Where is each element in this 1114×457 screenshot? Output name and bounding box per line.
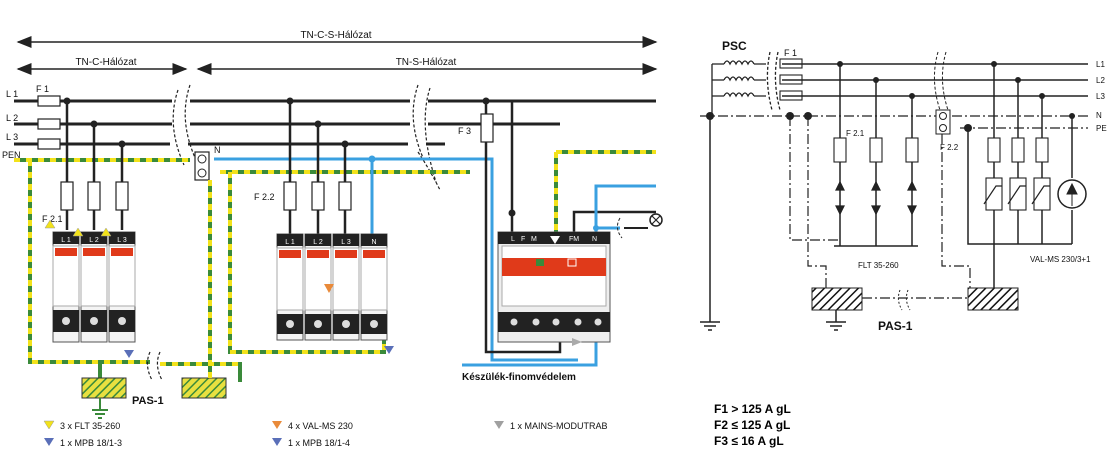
flt-modules: L 1 L 2 L 3 [52, 231, 136, 343]
tnc-label: TN-C-Hálózat [75, 57, 136, 68]
fuse-notes: F1 > 125 A gL F2 ≤ 125 A gL F3 ≤ 16 A gL [714, 401, 791, 449]
line-label-l1: L 1 [6, 89, 18, 99]
fuse-note-f3: F3 ≤ 16 A gL [714, 434, 784, 448]
mid-module-terminal-4: N [371, 239, 376, 246]
n-label: N [214, 145, 221, 155]
f22-fuses [283, 181, 352, 211]
f3-fuse [480, 113, 494, 143]
line-label-l2: L 2 [6, 113, 18, 123]
tncs-label: TN-C-S-Hálózat [300, 30, 371, 41]
mid-module-terminal-2: L 2 [313, 239, 323, 246]
legend-item-3: 4 x VAL-MS 230 [288, 421, 353, 431]
line-label-pen: PEN [2, 150, 21, 160]
pas-label-left: PAS-1 [132, 395, 164, 407]
legend-item-1: 3 x FLT 35-260 [60, 421, 120, 431]
right-line-l2: L2 [1096, 76, 1105, 85]
f3-label: F 3 [458, 126, 471, 136]
right-line-l1: L1 [1096, 60, 1105, 69]
right-f22-label: F 2.2 [940, 143, 959, 152]
right-line-n: N [1096, 111, 1102, 120]
left-module-terminal-1: L 1 [61, 237, 71, 244]
mains-terminal-n: N [592, 236, 597, 243]
neutral-conductor [214, 157, 494, 230]
legend: 3 x FLT 35-260 1 x MPB 18/1-3 4 x VAL-MS… [43, 420, 608, 448]
f21-fuses [60, 181, 129, 211]
right-line-pe: PE [1096, 124, 1107, 133]
mid-module-terminal-1: L 1 [285, 239, 295, 246]
mains-terminal-l: L [511, 236, 515, 243]
mains-terminal-m: M [531, 236, 537, 243]
right-pas-bar-1 [811, 287, 863, 311]
range-arrows [16, 36, 658, 75]
mains-terminal-fm: FM [569, 236, 579, 243]
right-f1-label: F 1 [784, 48, 797, 58]
right-schematic: PSC F 1 L1 L2 L3 N PE [700, 39, 1107, 333]
mains-modutrab-device: L F M FM N [497, 231, 611, 343]
f1-fuses [37, 95, 61, 150]
f22-label: F 2.2 [254, 192, 275, 202]
left-module-terminal-2: L 2 [89, 237, 99, 244]
f1-label: F 1 [36, 84, 49, 94]
tns-label: TN-S-Hálózat [396, 57, 457, 68]
flt-label: FLT 35-260 [858, 261, 899, 270]
right-pas-label: PAS-1 [878, 319, 913, 333]
psc-label: PSC [722, 39, 747, 53]
legend-item-2: 1 x MPB 18/1-3 [60, 438, 122, 448]
right-line-l3: L3 [1096, 92, 1105, 101]
fuse-note-f1: F1 > 125 A gL [714, 402, 791, 416]
fuse-note-f2: F2 ≤ 125 A gL [714, 418, 791, 432]
right-f21-label: F 2.1 [846, 129, 865, 138]
legend-item-5: 1 x MAINS-MODUTRAB [510, 421, 608, 431]
f21-label: F 2.1 [42, 214, 63, 224]
mid-module-terminal-3: L 3 [341, 239, 351, 246]
legend-item-4: 1 x MPB 18/1-4 [288, 438, 350, 448]
device-label: Készülék-finomvédelem [462, 372, 576, 383]
val-label: VAL-MS 230/3+1 [1030, 255, 1091, 264]
pas-bar-left [81, 377, 127, 399]
right-pas-bar-2 [967, 287, 1019, 311]
pas-bar-center [181, 377, 227, 399]
mains-terminal-f: F [521, 236, 525, 243]
phase-conductors [14, 99, 656, 146]
line-label-l3: L 3 [6, 132, 18, 142]
left-module-terminal-3: L 3 [117, 237, 127, 244]
